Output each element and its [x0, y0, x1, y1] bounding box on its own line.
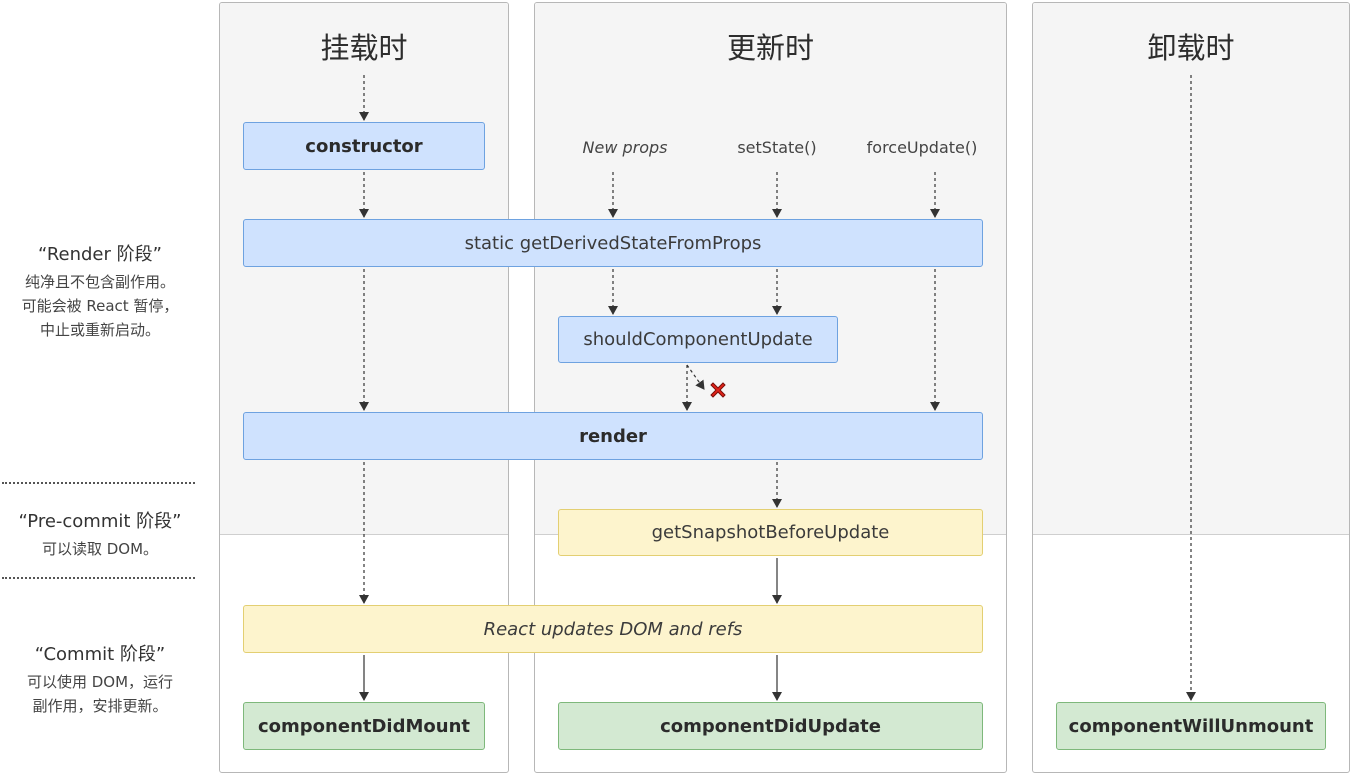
unmounting-title: 卸载时: [1147, 31, 1235, 65]
unmounting-column: 卸载时: [1032, 2, 1350, 773]
component-did-update-box: componentDidUpdate: [558, 702, 983, 750]
precommit-phase-label: “Pre-commit 阶段” 可以读取 DOM。: [0, 507, 200, 561]
component-will-unmount-box: componentWillUnmount: [1056, 702, 1326, 750]
should-component-update-box: shouldComponentUpdate: [558, 316, 838, 363]
mounting-column: 挂载时: [219, 2, 509, 773]
commit-phase-desc-line: 副作用，安排更新。: [32, 697, 168, 715]
phase-divider: [2, 577, 195, 579]
render-phase-desc-line: 中止或重新启动。: [39, 321, 160, 339]
react-updates-dom-box: React updates DOM and refs: [243, 605, 983, 653]
constructor-box: constructor: [243, 122, 485, 170]
force-update-trigger: forceUpdate(): [866, 138, 978, 157]
updating-column: 更新时: [534, 2, 1007, 773]
precommit-phase-title: “Pre-commit 阶段”: [18, 511, 182, 532]
render-phase-desc-line: 可能会被 React 暂停，: [21, 297, 179, 315]
commit-phase-title: “Commit 阶段”: [34, 644, 166, 665]
get-snapshot-box: getSnapshotBeforeUpdate: [558, 509, 983, 556]
mounting-title: 挂载时: [320, 31, 408, 65]
set-state-trigger: setState(): [737, 138, 817, 157]
precommit-phase-desc: 可以读取 DOM。: [0, 537, 200, 561]
render-phase-desc-line: 纯净且不包含副作用。: [24, 273, 175, 291]
commit-phase-label: “Commit 阶段” 可以使用 DOM，运行 副作用，安排更新。: [0, 640, 200, 718]
render-phase-shade: [1033, 3, 1349, 535]
precommit-phase-desc-line: 可以读取 DOM。: [41, 540, 159, 558]
commit-phase-desc: 可以使用 DOM，运行 副作用，安排更新。: [0, 670, 200, 718]
updating-title: 更新时: [726, 31, 814, 65]
component-did-mount-box: componentDidMount: [243, 702, 485, 750]
phase-divider: [2, 482, 195, 484]
render-phase-label: “Render 阶段” 纯净且不包含副作用。 可能会被 React 暂停， 中止…: [0, 240, 200, 342]
get-derived-state-box: static getDerivedStateFromProps: [243, 219, 983, 267]
render-phase-title: “Render 阶段”: [38, 244, 162, 265]
new-props-trigger: New props: [582, 138, 668, 157]
render-phase-desc: 纯净且不包含副作用。 可能会被 React 暂停， 中止或重新启动。: [0, 270, 200, 342]
commit-phase-desc-line: 可以使用 DOM，运行: [26, 673, 174, 691]
render-box: render: [243, 412, 983, 460]
